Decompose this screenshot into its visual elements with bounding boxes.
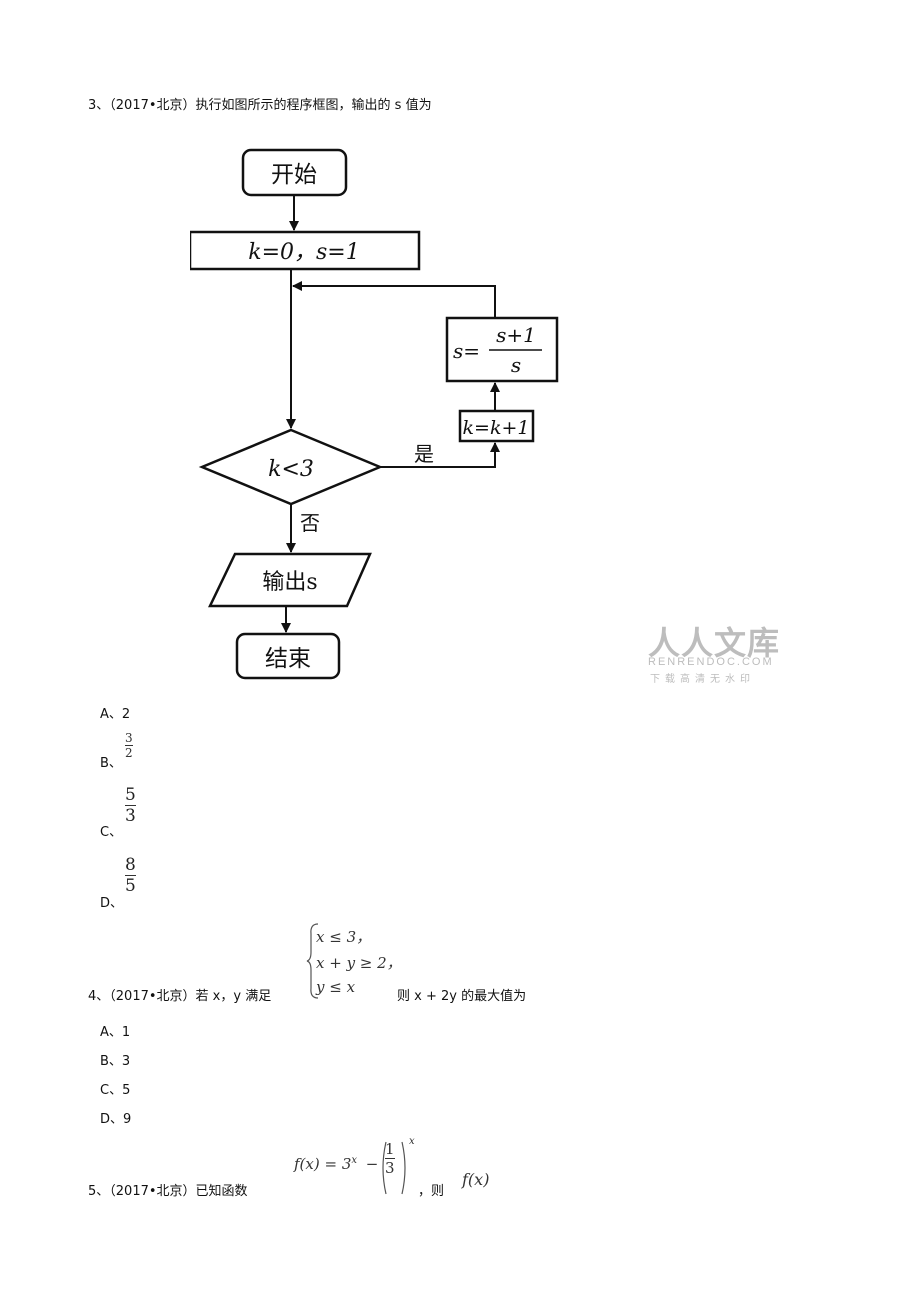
question-4-stem: 4、（2017•北京）若 x，y 满足	[88, 985, 271, 1004]
function-exponent: x	[351, 1155, 358, 1166]
q3-option-a[interactable]: A、2	[100, 703, 130, 722]
watermark-slogan: 下载高清无水印	[650, 674, 755, 685]
fraction-numerator: 5	[125, 785, 136, 805]
fraction-bar	[125, 745, 133, 746]
minus-sign: −	[365, 1155, 379, 1173]
function-tail: f(x)	[462, 1170, 490, 1189]
question-5-sep: ，则	[418, 1184, 445, 1199]
option-label: B、	[100, 1054, 122, 1069]
option-label: D、	[100, 896, 124, 911]
end-label: 结束	[265, 646, 311, 672]
fraction-numerator: 3	[125, 731, 133, 745]
start-label: 开始	[271, 162, 317, 188]
q3-option-b[interactable]: B、	[100, 752, 122, 771]
fraction-exponent: x	[409, 1136, 415, 1147]
q3-option-b-fraction: 3 2	[125, 731, 133, 760]
fraction-bar	[125, 805, 136, 806]
q3-option-d-fraction: 8 5	[125, 855, 136, 896]
option-value: 5	[122, 1083, 131, 1098]
question-pre: 若 x，y 满足	[195, 989, 272, 1004]
q4-option-a[interactable]: A、1	[100, 1021, 130, 1040]
watermark-domain: RENRENDOC.COM	[648, 656, 774, 668]
question-number: 4、	[88, 989, 110, 1004]
init-label: k=0，s=1	[248, 240, 359, 265]
question-number: 3、	[88, 98, 110, 113]
fraction-denominator: 3	[125, 806, 136, 826]
question-pre: 已知函数	[195, 1184, 248, 1199]
q3-option-c-fraction: 5 3	[125, 785, 136, 826]
question-5-stem: 5、（2017•北京）已知函数	[88, 1180, 248, 1199]
option-value: 1	[121, 1025, 131, 1040]
update-left-label: s=	[453, 339, 480, 363]
question-number: 5、	[88, 1184, 110, 1199]
fraction-denominator: 5	[125, 876, 136, 896]
arrow-loop-back	[292, 281, 496, 318]
question-4-post: 则 x + 2y 的最大值为	[397, 989, 527, 1004]
increment-node	[458, 409, 535, 443]
question-3-stem: 3、（2017•北京）执行如图所示的程序框图，输出的 s 值为	[88, 94, 432, 113]
paren-left	[382, 1141, 387, 1195]
option-label: B、	[100, 756, 122, 771]
function-fraction: 1 3	[385, 1140, 395, 1177]
yes-label: 是	[414, 442, 434, 466]
option-value: 2	[121, 707, 131, 722]
q3-option-c[interactable]: C、	[100, 821, 122, 840]
fraction-numerator: 1	[385, 1140, 395, 1158]
q4-option-d[interactable]: D、9	[100, 1108, 131, 1127]
q4-option-c[interactable]: C、5	[100, 1079, 130, 1098]
question-source: （2017•北京）	[109, 98, 196, 113]
end-node	[235, 632, 341, 680]
option-value: 9	[123, 1112, 132, 1127]
program-flowchart: 开始 k=0，s=1 s= s+1 s k=k+1 k<3 是 否 输出s 结束	[190, 148, 559, 680]
fraction-bar	[125, 875, 136, 876]
question-text: 执行如图所示的程序框图，输出的 s 值为	[195, 98, 432, 113]
constraint-brace	[306, 923, 319, 999]
constraint-1: x ≤ 3，	[316, 928, 372, 946]
fraction-denominator: 2	[125, 746, 133, 760]
function-lhs: f(x) = 3x −	[294, 1155, 378, 1173]
no-label: 否	[300, 511, 320, 535]
fraction-numerator: 8	[125, 855, 136, 875]
constraint-3: y ≤ x	[316, 978, 356, 996]
q4-option-b[interactable]: B、3	[100, 1050, 130, 1069]
q3-option-d[interactable]: D、	[100, 892, 123, 911]
option-label: D、	[100, 1112, 124, 1127]
arrow-yes-increment	[380, 442, 500, 468]
question-source: （2017•北京）	[109, 989, 196, 1004]
condition-label: k<3	[268, 457, 314, 482]
fraction-bar	[385, 1158, 395, 1159]
watermark-brand: 人人文库	[648, 625, 781, 661]
option-value: 3	[121, 1054, 131, 1069]
paren-right	[401, 1141, 406, 1195]
question-source: （2017•北京）	[109, 1184, 196, 1199]
update-denominator: s	[511, 353, 521, 377]
option-label: A、	[100, 1025, 122, 1040]
option-label: C、	[100, 1083, 123, 1098]
fraction-denominator: 3	[385, 1159, 395, 1177]
update-s-node	[445, 316, 559, 383]
function-expression: f(x) = 3	[294, 1155, 352, 1173]
constraint-2: x + y ≥ 2，	[316, 954, 402, 972]
init-node	[190, 230, 421, 271]
increment-label: k=k+1	[463, 417, 530, 439]
output-label: 输出s	[262, 570, 317, 595]
option-label: C、	[100, 825, 123, 840]
option-label: A、	[100, 707, 122, 722]
output-node	[208, 552, 372, 608]
update-numerator: s+1	[496, 323, 536, 347]
